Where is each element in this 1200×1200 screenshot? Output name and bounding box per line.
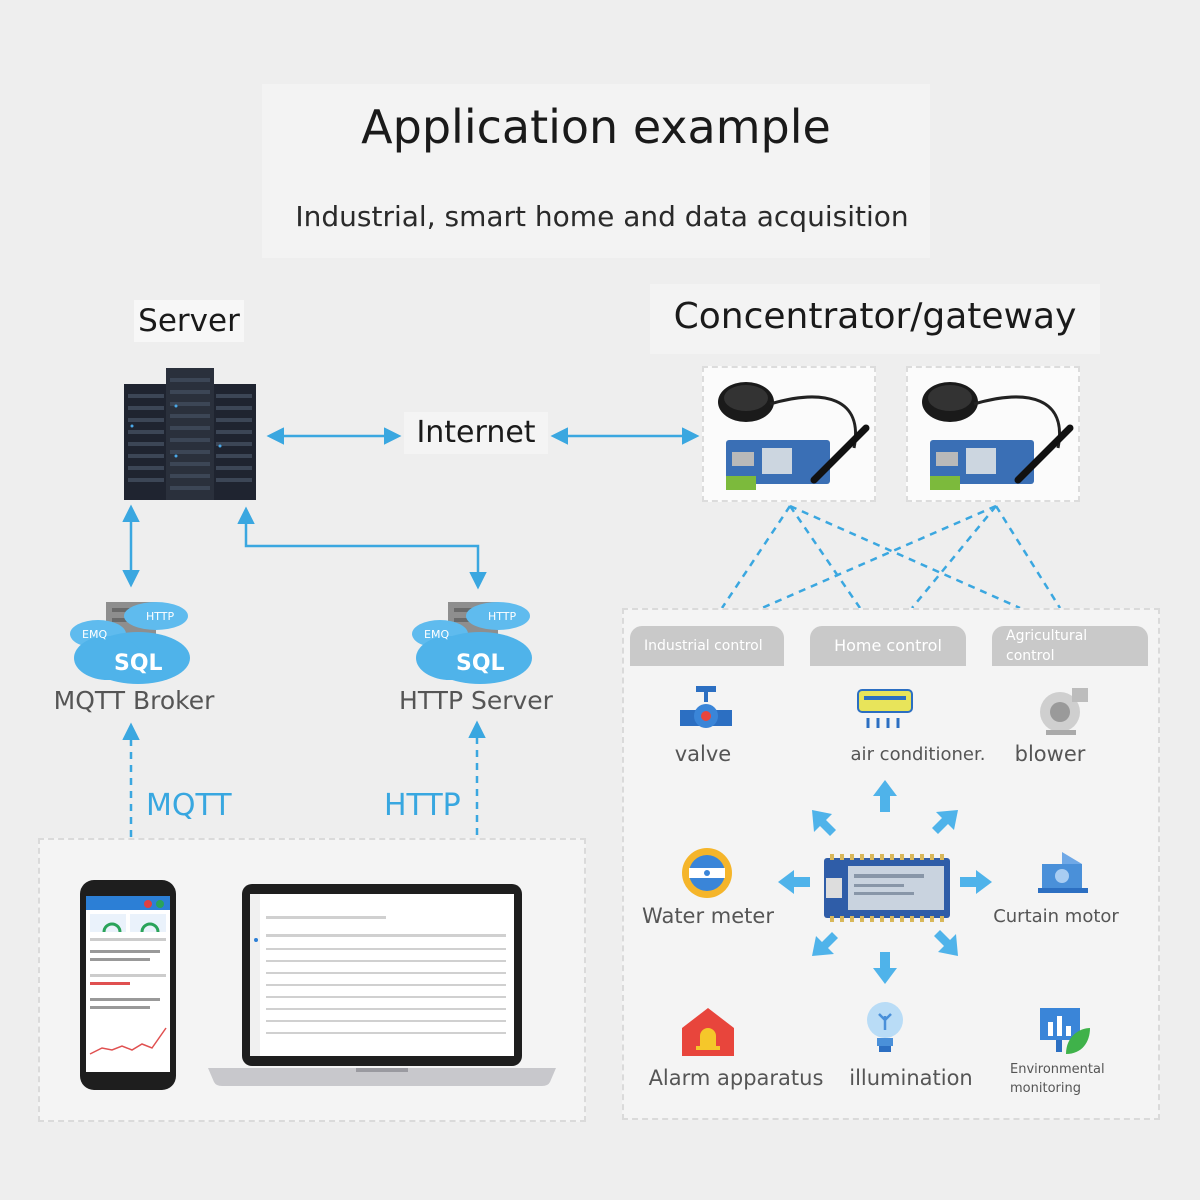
mqtt-protocol-label: MQTT xyxy=(146,788,232,823)
http-cloud-icon: HTTP EMQ SQL xyxy=(412,602,532,684)
mqtt-broker-label: MQTT Broker xyxy=(53,686,215,715)
emq-badge-text: EMQ xyxy=(424,628,449,641)
illumination-label: illumination xyxy=(849,1066,973,1090)
curtain-motor-icon xyxy=(1038,852,1088,893)
blower-icon xyxy=(1040,688,1088,735)
module-arrows xyxy=(778,780,992,984)
http-badge-text: HTTP xyxy=(488,610,517,623)
server-rack-icon xyxy=(124,368,256,500)
environmental-monitoring-label: Environmental monitoring xyxy=(1010,1062,1105,1096)
alarm-icon xyxy=(682,1008,734,1056)
server-http-link xyxy=(237,506,487,590)
internet-label: Internet xyxy=(404,412,548,454)
http-protocol-label: HTTP xyxy=(384,788,461,823)
header-box xyxy=(262,84,930,258)
http-badge-text: HTTP xyxy=(146,610,175,623)
tab-industrial-control: Industrial control xyxy=(630,626,784,666)
tab-agricultural-control: Agricultural control xyxy=(992,626,1148,666)
smartphone-app-icon xyxy=(80,880,176,1090)
sql-text: SQL xyxy=(456,651,505,676)
water-meter-icon xyxy=(682,848,732,898)
gateway-device-1 xyxy=(702,366,876,502)
lora-module-icon xyxy=(824,854,950,922)
server-label: Server xyxy=(134,300,244,342)
tab-home-control: Home control xyxy=(810,626,966,666)
valve-icon xyxy=(680,686,732,728)
blower-label: blower xyxy=(1014,742,1086,766)
laptop-dashboard-icon xyxy=(208,884,556,1086)
emq-badge-text: EMQ xyxy=(82,628,107,641)
page-title: Application example xyxy=(361,100,831,154)
gateway-device-2 xyxy=(906,366,1080,502)
air-conditioner-icon xyxy=(857,689,913,728)
curtain-motor-label: Curtain motor xyxy=(993,906,1119,927)
light-bulb-icon xyxy=(867,1002,903,1052)
lora-gateway-icon xyxy=(922,382,1074,490)
water-meter-label: Water meter xyxy=(642,904,774,928)
valve-label: valve xyxy=(674,742,732,766)
mqtt-cloud-icon: HTTP EMQ SQL xyxy=(70,602,190,684)
lora-gateway-icon xyxy=(718,382,870,490)
environmental-monitoring-icon xyxy=(1040,1008,1090,1054)
page-subtitle: Industrial, smart home and data acquisit… xyxy=(295,200,909,233)
air-conditioner-label: air conditioner. xyxy=(850,744,986,765)
concentrator-label: Concentrator/gateway xyxy=(650,284,1100,354)
http-server-label: HTTP Server xyxy=(399,686,553,715)
alarm-apparatus-label: Alarm apparatus xyxy=(648,1066,824,1090)
sql-text: SQL xyxy=(114,651,163,676)
